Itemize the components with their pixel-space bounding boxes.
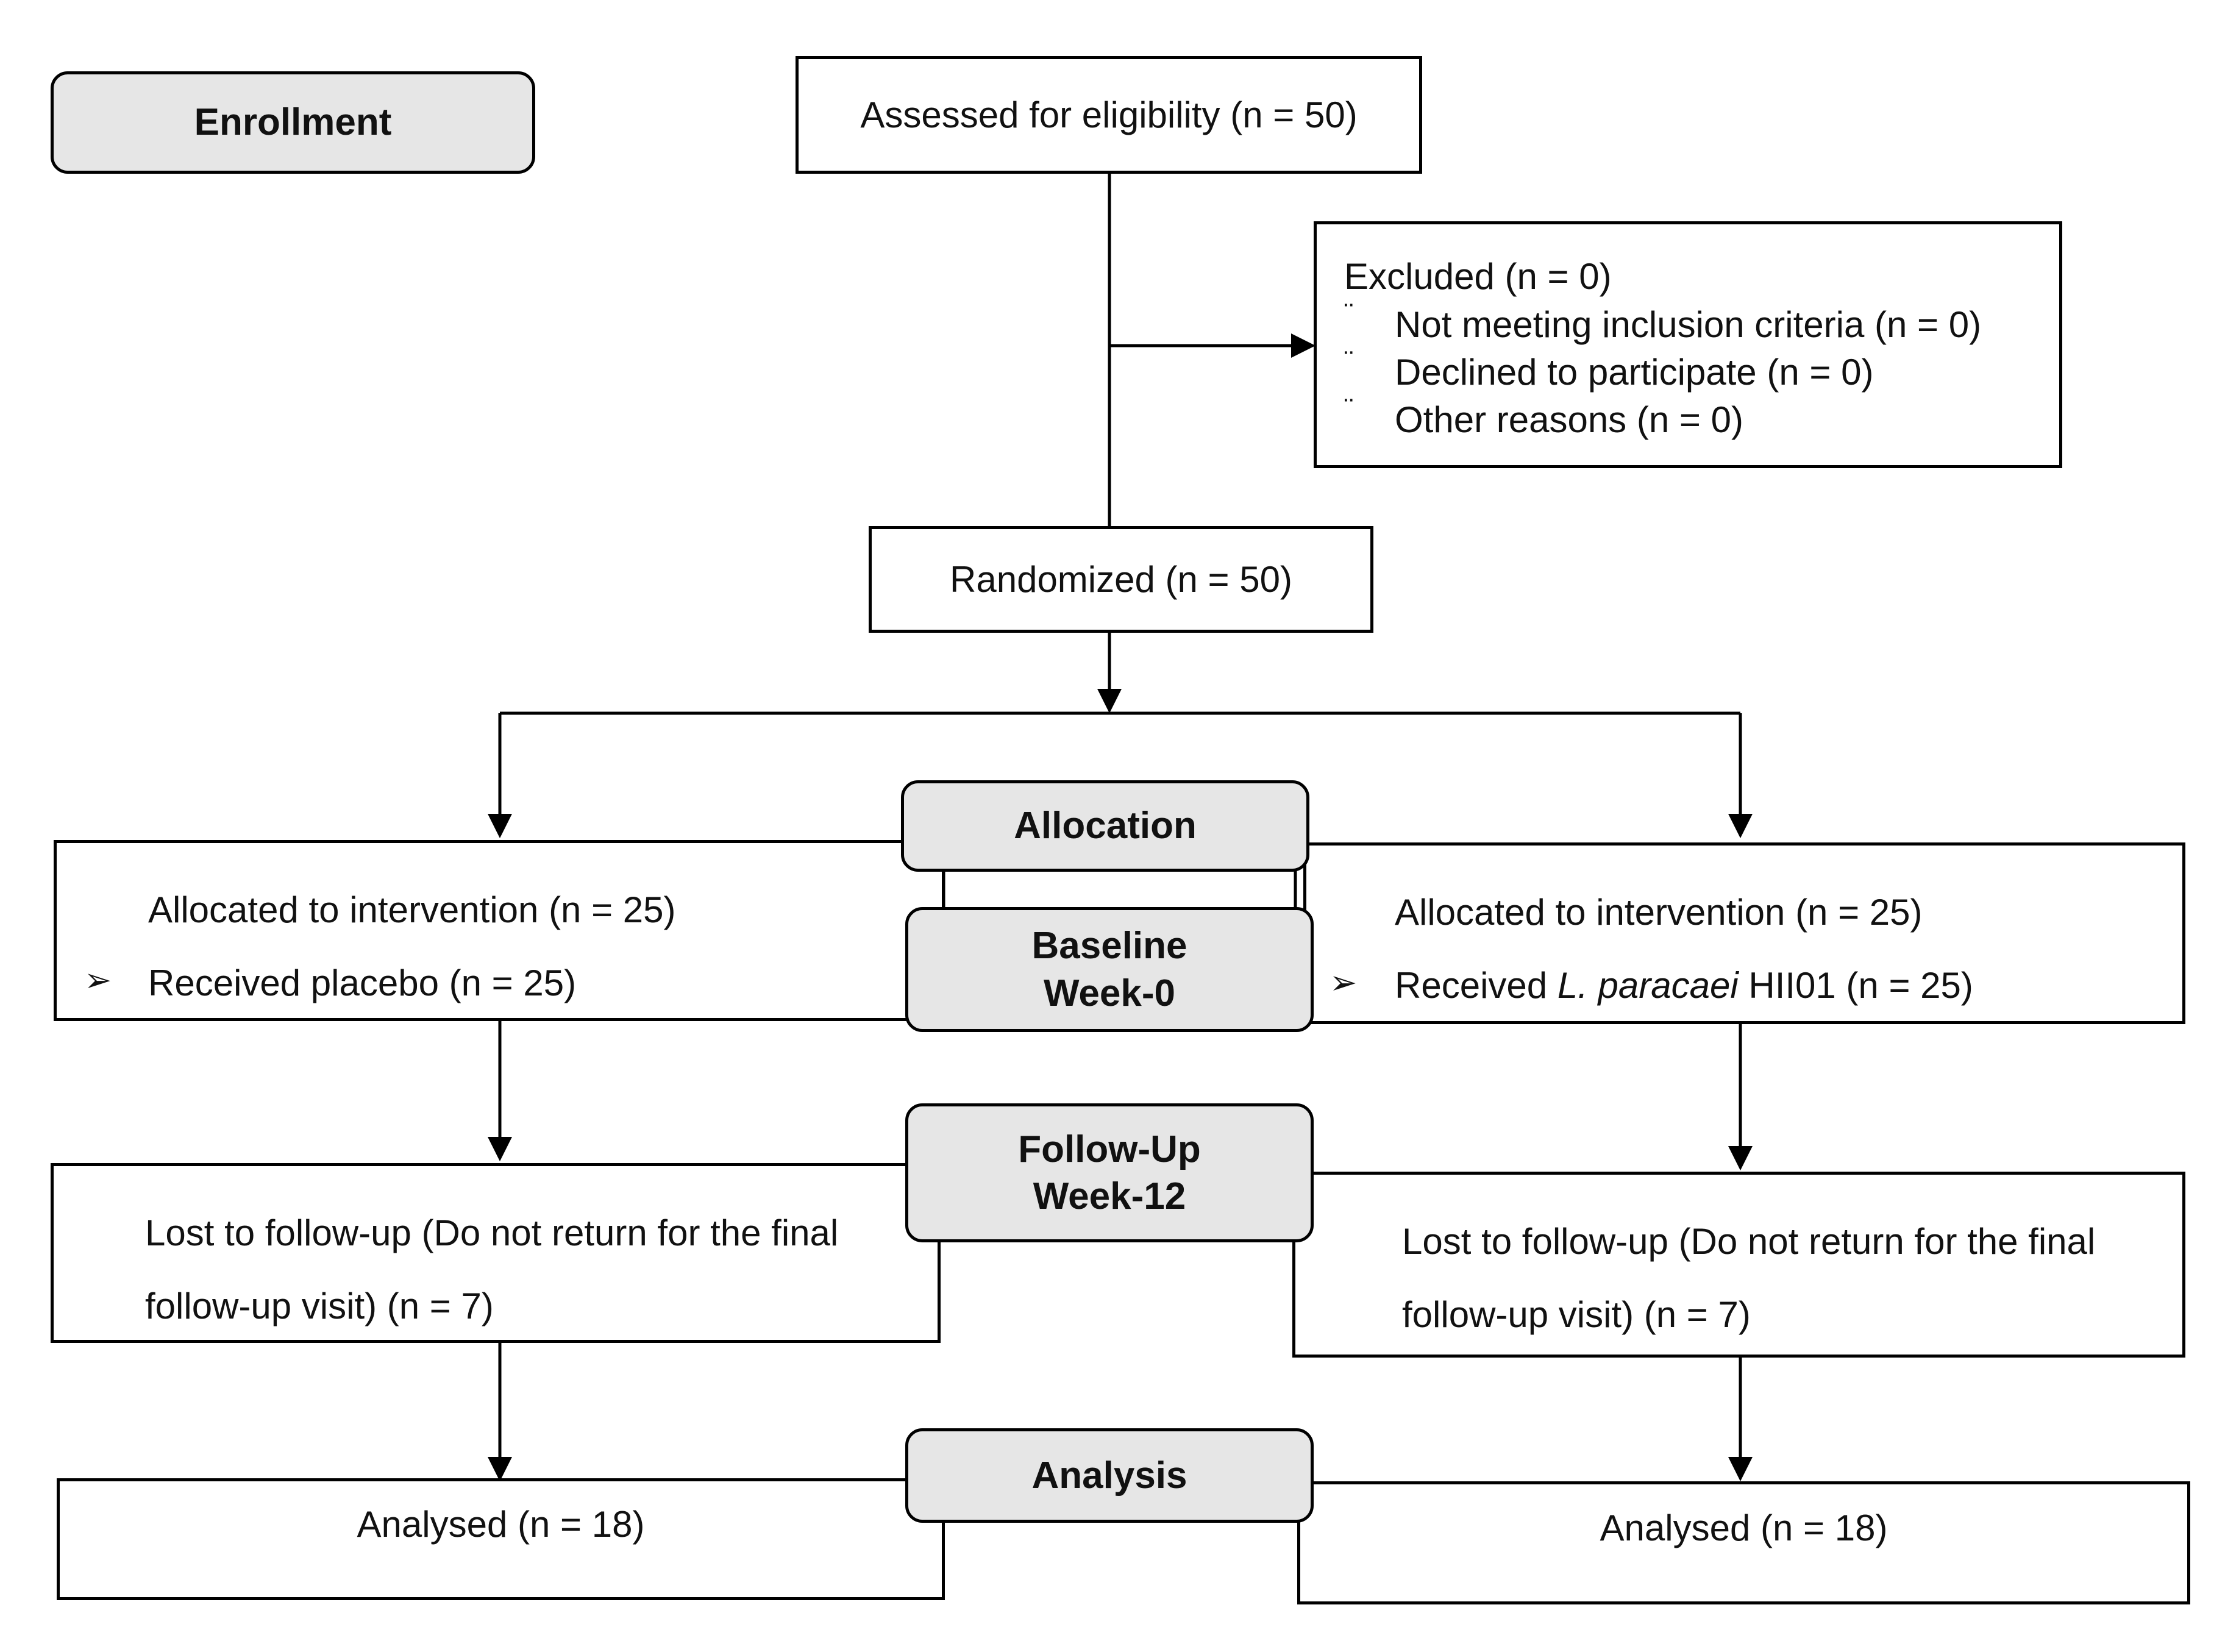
stage-label-baseline: Baseline Week-0 <box>905 907 1314 1032</box>
excluded-item-other: Other reasons (n = 0) <box>1395 399 1743 440</box>
randomized-text: Randomized (n = 50) <box>950 559 1292 600</box>
box-right-lost-followup: Lost to follow-up (Do not return for the… <box>1292 1172 2185 1358</box>
stage-label-followup: Follow-Up Week-12 <box>905 1103 1314 1242</box>
left-lost-line2: follow-up visit) (n = 7) <box>145 1286 494 1326</box>
bullet-icon: ¨ <box>1344 345 1354 377</box>
arrow-bullet-icon: ➢ <box>1330 964 1358 1001</box>
excluded-item-inclusion: Not meeting inclusion criteria (n = 0) <box>1395 304 1982 345</box>
right-received-prefix: Received <box>1395 965 1558 1006</box>
stage-label-enrollment: Enrollment <box>51 71 535 174</box>
right-analysed-text: Analysed (n = 18) <box>1600 1507 1888 1548</box>
arrowhead-left-allocated <box>488 814 512 838</box>
stage-label-allocation: Allocation <box>901 780 1309 872</box>
arrowhead-right-allocated <box>1728 814 1753 838</box>
bullet-icon: ¨ <box>1344 393 1354 424</box>
stage-label-analysis: Analysis <box>905 1428 1314 1523</box>
arrowhead-randomized-split <box>1097 689 1122 713</box>
stage-label-followup-line1: Follow-Up <box>1018 1128 1201 1170</box>
right-received-species: L. paracaei <box>1557 965 1739 1006</box>
stage-label-analysis-text: Analysis <box>1031 1454 1187 1497</box>
box-randomized: Randomized (n = 50) <box>869 526 1373 633</box>
box-assessed-eligibility: Assessed for eligibility (n = 50) <box>796 56 1422 174</box>
right-allocated-text: Allocated to intervention (n = 25) <box>1395 892 1923 933</box>
arrowhead-left-analysed <box>488 1457 512 1481</box>
excluded-item-declined: Declined to participate (n = 0) <box>1395 352 1874 393</box>
assessed-text: Assessed for eligibility (n = 50) <box>860 94 1358 135</box>
box-left-allocated: Allocated to intervention (n = 25) ➢ Rec… <box>54 840 945 1021</box>
box-excluded: Excluded (n = 0) ¨ Not meeting inclusion… <box>1314 221 2062 468</box>
box-left-lost-followup: Lost to follow-up (Do not return for the… <box>51 1163 941 1343</box>
left-analysed-text: Analysed (n = 18) <box>357 1503 645 1545</box>
left-allocated-text: Allocated to intervention (n = 25) <box>148 889 676 930</box>
stage-label-followup-line2: Week-12 <box>1033 1175 1186 1217</box>
bullet-icon: ¨ <box>1344 297 1354 329</box>
arrowhead-left-lost <box>488 1137 512 1161</box>
arrow-bullet-icon: ➢ <box>84 962 112 999</box>
left-lost-line1: Lost to follow-up (Do not return for the… <box>145 1212 839 1253</box>
excluded-title: Excluded (n = 0) <box>1344 256 1612 297</box>
arrowhead-excluded <box>1291 333 1315 358</box>
stage-label-baseline-line1: Baseline <box>1031 925 1187 967</box>
stage-label-enrollment-text: Enrollment <box>194 101 392 144</box>
arrowhead-right-lost <box>1728 1146 1753 1170</box>
box-left-analysed: Analysed (n = 18) <box>57 1478 945 1600</box>
right-received-text: Received L. paracaei HII01 (n = 25) <box>1395 963 1973 1008</box>
stage-label-baseline-line2: Week-0 <box>1044 972 1175 1014</box>
left-received-text: Received placebo (n = 25) <box>148 963 577 1003</box>
box-right-allocated: Allocated to intervention (n = 25) ➢ Rec… <box>1303 842 2185 1024</box>
arrowhead-right-analysed <box>1728 1457 1753 1481</box>
stage-label-allocation-text: Allocation <box>1014 805 1197 847</box>
box-right-analysed: Analysed (n = 18) <box>1297 1481 2190 1604</box>
right-lost-line2: follow-up visit) (n = 7) <box>1402 1294 1751 1335</box>
right-lost-line1: Lost to follow-up (Do not return for the… <box>1402 1221 2096 1262</box>
right-received-suffix: HII01 (n = 25) <box>1738 965 1973 1006</box>
